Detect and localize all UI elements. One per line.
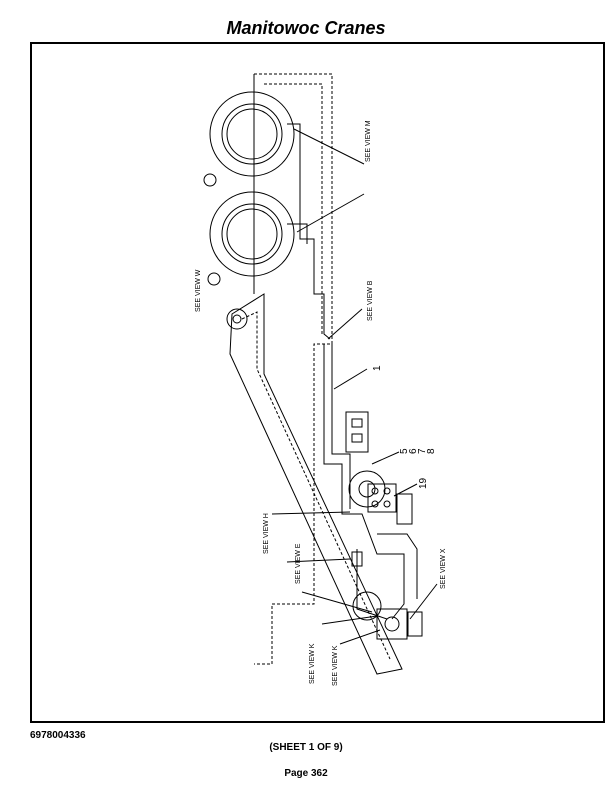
item-number-1: 1 (372, 365, 383, 371)
item-number-7: 7 (417, 448, 428, 454)
callout-see-view-x: SEE VIEW X (440, 548, 447, 589)
callout-see-view-m: SEE VIEW M (365, 120, 372, 162)
hydraulic-line-1 (323, 344, 405, 620)
wheel-rear-2 (209, 191, 295, 277)
wheel-rear-1 (209, 91, 295, 177)
item-number-19: 19 (418, 477, 429, 489)
item-number-8: 8 (426, 448, 437, 454)
callout-see-view-w: SEE VIEW W (195, 269, 202, 312)
pivot-pin (226, 308, 248, 330)
valve-block (345, 411, 369, 453)
item-number-5: 5 (399, 448, 410, 454)
hydraulic-line-main (287, 123, 331, 340)
callout-see-view-k-2: SEE VIEW K (332, 645, 339, 686)
document-number: 6978004336 (30, 730, 86, 741)
page-header-title: Manitowoc Cranes (226, 18, 386, 38)
callout-see-view-e: SEE VIEW E (295, 543, 302, 584)
crane-hydraulic-drawing: SEE VIEW M SEE VIEW W SEE VIEW B SEE VIE… (195, 73, 447, 686)
drawing-frame: SEE VIEW M SEE VIEW W SEE VIEW B SEE VIE… (30, 42, 605, 723)
carrier-frame-outline (254, 73, 333, 665)
pump-assembly (376, 608, 408, 640)
callout-see-view-b: SEE VIEW B (367, 280, 374, 321)
item-number-6: 6 (408, 448, 419, 454)
front-wheel (348, 470, 386, 508)
carrier-frame-inner (264, 83, 323, 334)
page-number: Page 362 (284, 768, 328, 779)
callout-see-view-h: SEE VIEW H (263, 513, 270, 554)
manifold-block (367, 483, 397, 513)
callout-see-view-k-1: SEE VIEW K (309, 643, 316, 684)
outrigger-beam (229, 293, 403, 675)
sheet-indicator: (SHEET 1 OF 9) (269, 742, 343, 753)
